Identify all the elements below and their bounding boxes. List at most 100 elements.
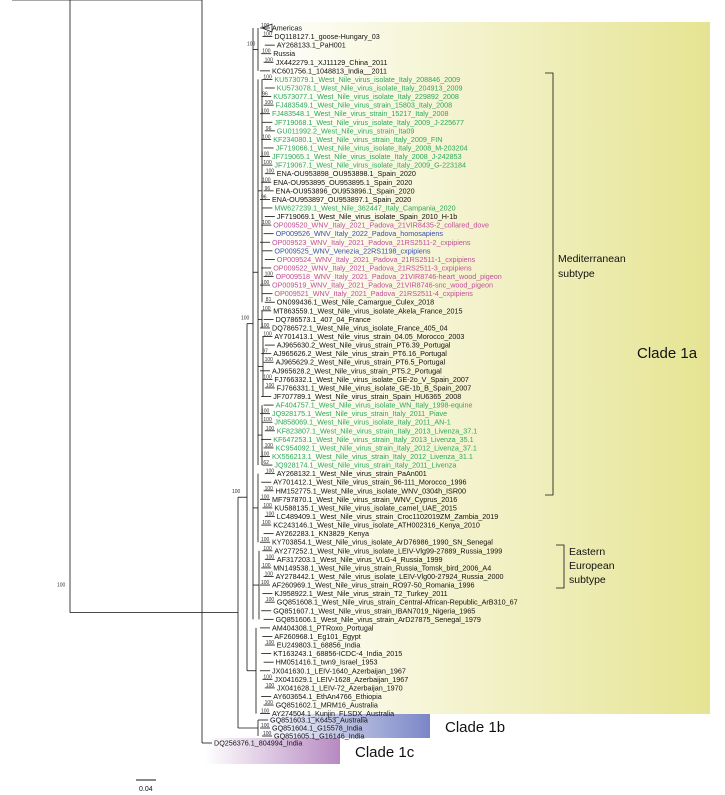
leaf-label: KC601756.1_1048813_India__2011: [272, 66, 387, 75]
leaf-labels: Americas100DQ118127.1_goose-Hungary_0310…: [57, 0, 518, 748]
leaf-label: LC489409.1_West_Nile_virus_strain_Croc11…: [277, 512, 498, 521]
leaf-label: JX041629.1_LEIV-1628_Azerbaijan_1967: [274, 675, 408, 684]
leaf-label: GQ851604.1_G15578_India: [272, 724, 362, 733]
leaf-label: GQ851602.1_MRM16_Australia: [276, 701, 378, 710]
leaf-label: ENA-OU953897_OU953897.1_Spain_2020: [272, 195, 411, 204]
leaf-label: DQ786573.1_407_04_France: [276, 315, 371, 324]
leaf-label: JN858069.1_West_Nile_virus_isolate_Italy…: [274, 418, 450, 427]
leaf-label: JQ928175.1_West_Nile_virus_strain_Italy_…: [272, 409, 447, 418]
bootstrap-value: 100: [265, 272, 274, 278]
leaf-label: FJ766332.1_West_Nile_virus_isolate_GE-2o…: [274, 375, 468, 384]
leaf-label: ENA-OU953895_OU953895.1_Spain_2020: [273, 178, 412, 187]
bootstrap-value: 100: [261, 452, 270, 458]
leaf-label: KF647253.1_West_Nile_virus_strain_Italy_…: [273, 435, 473, 444]
leaf-label: JQ928174.1_West_Nile_virus_strain_Italy_…: [274, 461, 456, 470]
bootstrap-value: 100: [261, 409, 270, 415]
leaf-label: AY268133.1_PaH001: [277, 41, 346, 50]
leaf-label: AY701412.1_West_Nile_virus_strain_96-111…: [273, 478, 466, 487]
leaf-label: GQ851607.1_West_Nile_virus_strain_IBAN70…: [273, 606, 475, 615]
scale-bar-label: 0.04: [139, 786, 153, 793]
bootstrap-value: 100: [263, 674, 272, 680]
leaf-label: JF719066.1_West_Nile_virus_isolate_Italy…: [276, 143, 468, 152]
bootstrap-value: 100: [262, 220, 271, 226]
leaf-label: OP009520_WNV_Italy_2021_Padova_21VIR8435…: [273, 221, 489, 230]
leaf-label: HM051416.1_twn9_Israel_1953: [276, 658, 378, 667]
bootstrap-value: 100: [261, 580, 270, 586]
bootstrap-value: 100: [261, 723, 270, 729]
leaf-label: KU573078.1_West_Nile_virus_isolate_Italy…: [277, 83, 463, 92]
leaf-label: OP009525_WNV_Venezia_22RS1198_cxpipiens: [274, 246, 431, 255]
leaf-label: AJ965628.2_West_Nile_virus_strain_PT5.2_…: [272, 366, 442, 375]
leaf-label: GQ851608.1_West_Nile_virus_strain_Centra…: [277, 598, 518, 607]
leaf-label: AY277252.1_West_Nile_virus_isolate_LEIV-…: [274, 546, 502, 555]
leaf-label: MF797870.1_West_Nile_virus_strain_WNV_Cy…: [272, 495, 457, 504]
bootstrap-value: 100: [265, 443, 274, 449]
bootstrap-value: 100: [263, 32, 272, 38]
mediterranean-subtype-label: Mediterranean: [558, 253, 626, 265]
bootstrap-value: 96: [262, 92, 268, 98]
node-support: 100: [57, 583, 66, 589]
bootstrap-value: 100: [266, 683, 275, 689]
bootstrap-value: 100: [265, 357, 274, 363]
leaf-label: AY274504.1_Kunjin_FLSDX_Australia: [272, 709, 394, 718]
leaf-label: DQ118127.1_goose-Hungary_03: [274, 32, 379, 41]
leaf-label: FJ766331.1_West_Nile_virus_isolate_GE-1b…: [277, 383, 471, 392]
bootstrap-value: 100: [265, 57, 274, 63]
leaf-label: FJ483548.1_West_Nile_virus_strain_15217_…: [272, 109, 448, 118]
bootstrap-value: 100: [261, 494, 270, 500]
leaf-label: JX442279.1_XJ11129_China_2011: [276, 58, 388, 67]
bootstrap-value: 100: [266, 169, 275, 175]
eastern-european-label-2: European: [569, 560, 615, 572]
node-support: 100: [196, 0, 205, 2]
tree-branches: [12, 0, 275, 744]
clade-1b-box: [258, 714, 430, 738]
leaf-label: AJ965626.2_West_Nile_virus_strain_PT6.16…: [273, 349, 447, 358]
node-support: 100: [232, 489, 241, 495]
bootstrap-value: 100: [262, 177, 271, 183]
eastern-european-label: Eastern: [569, 546, 605, 558]
leaf-label: KC243146.1_West_Nile_virus_isolate_ATH00…: [273, 521, 480, 530]
bootstrap-value: 100: [265, 700, 274, 706]
bootstrap-value: 100: [265, 571, 274, 577]
leaf-label: KY703854.1_West_Nile_virus_isolate_ArD76…: [272, 538, 493, 547]
bootstrap-value: 100: [261, 23, 270, 29]
leaf-label: OP009524_WNV_Italy_2021_Padova_21RS2511-…: [277, 255, 476, 264]
bootstrap-value: 100: [261, 280, 270, 286]
bootstrap-value: 100: [263, 74, 272, 80]
bootstrap-value: 100: [266, 426, 275, 432]
leaf-label: KF234080.1_West_Nile_virus_strain_Italy_…: [273, 135, 442, 144]
bootstrap-value: 100: [262, 563, 271, 569]
node-support: 100: [241, 316, 250, 322]
leaf-label: AM404308.1_PTRoxo_Portugal: [272, 623, 374, 632]
leaf-label: KX556213.1_West_Nile_virus_strain_Italy_…: [272, 452, 473, 461]
bootstrap-value: 97: [262, 349, 268, 355]
leaf-label: OP009521_WNV_Italy_2021_Padova_21RS2511-…: [274, 289, 473, 298]
leaf-label: MN149538.1_West_Nile_virus_strain_Russia…: [273, 563, 491, 572]
eastern-european-label-3: subtype: [569, 574, 606, 586]
bootstrap-value: 100: [266, 469, 275, 475]
bootstrap-value: 100: [265, 486, 274, 492]
leaf-label: ENA-OU953896_OU953896.1_Spain_2020: [276, 186, 415, 195]
leaf-label: KT163243.1_68856-ICDC-4_India_2015: [273, 649, 402, 658]
leaf-label: AF260969.1_West_Nile_virus_strain_RO97-5…: [272, 581, 474, 590]
leaf-label: JF707789.1_West_Nile_virus_strain_Spain_…: [273, 392, 461, 401]
leaf-label: OP009522_WNV_Italy_2021_Padova_21RS2511-…: [273, 263, 472, 272]
leaf-label: AJ965629.2_West_Nile_virus_strain_PT6.5_…: [276, 358, 446, 367]
bootstrap-value: 62: [263, 460, 269, 466]
bootstrap-value: 100: [262, 134, 271, 140]
leaf-label: OP009519_WNV_Italy_2021_Padova_21VIR8746…: [272, 281, 493, 290]
bootstrap-value: 100: [262, 306, 271, 312]
bootstrap-value: 81: [266, 297, 272, 303]
leaf-label: OP009526_WNV_Italy_2022_Padova_homosapie…: [276, 229, 444, 238]
leaf-label: KJ958922.1_West_Nile_virus_strain_T2_Tur…: [274, 589, 447, 598]
bootstrap-value: 100: [263, 332, 272, 338]
leaf-label: KF823807.1_West_Nile_virus_strain_Italy_…: [277, 426, 477, 435]
leaf-label: MW627239.1_West_Nile_362447_Italy_Campan…: [274, 203, 455, 212]
bootstrap-value: 100: [263, 546, 272, 552]
leaf-label: AY262283.1_KN3829_Kenya: [276, 529, 369, 538]
leaf-label: OP009523_WNV_Italy_2021_Padova_21RS2511-…: [272, 238, 471, 247]
leaf-label: HM152775.1_West_Nile_virus_isolate_WNV_0…: [276, 486, 466, 495]
bootstrap-value: 100: [261, 323, 270, 329]
leaf-label: AJ965630.2_West_Nile_virus_strain_PT6.39…: [277, 341, 451, 350]
eastern-european-bracket: [556, 544, 565, 589]
